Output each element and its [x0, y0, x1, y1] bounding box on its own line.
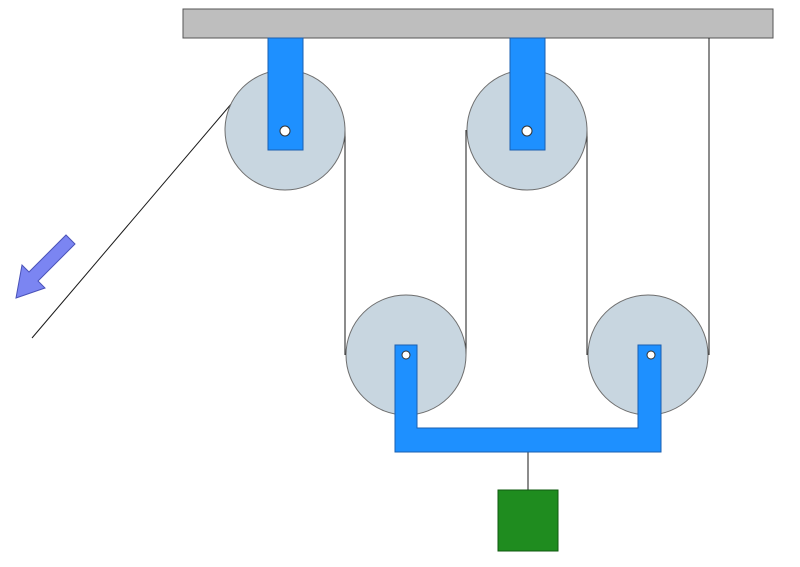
fixed-axle-left	[279, 125, 291, 137]
fixed-axle-right	[521, 125, 533, 137]
pull-direction-arrow-icon	[15, 234, 76, 299]
movable-axle-right	[646, 350, 656, 360]
movable-pulley-frame	[394, 344, 662, 453]
rope-group	[31, 38, 710, 490]
pull-rope-end	[31, 102, 233, 339]
load-weight	[497, 489, 559, 552]
ceiling-beam	[182, 8, 774, 39]
movable-axle-left	[401, 350, 411, 360]
